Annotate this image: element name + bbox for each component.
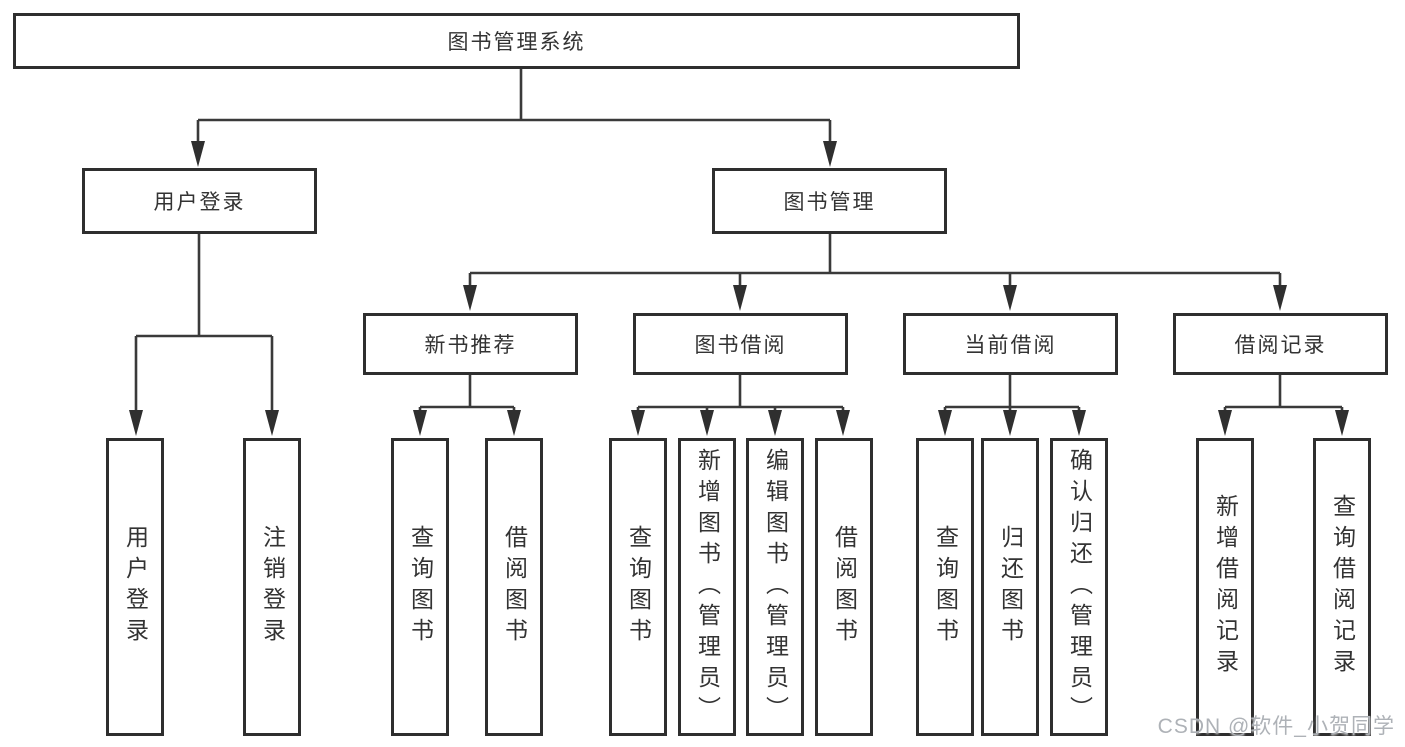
node-user-login: 用户登录: [82, 168, 317, 234]
node-label: 图书管理: [783, 191, 876, 214]
leaf-label: 借阅图书: [831, 525, 858, 649]
leaf-add-borrow-record: 新增借阅记录: [1196, 438, 1254, 736]
leaf-add-book-admin: 新增图书（管理员）: [678, 438, 736, 736]
leaf-borrow-book: 借阅图书: [815, 438, 873, 736]
node-label: 图书借阅: [694, 334, 787, 357]
node-label: 图书管理系统: [447, 31, 586, 54]
leaf-label: 新增图书（管理员）: [694, 447, 721, 727]
leaf-query-book-current: 查询图书: [916, 438, 974, 736]
leaf-label: 编辑图书（管理员）: [762, 447, 789, 727]
leaf-label: 注销登录: [259, 525, 286, 649]
leaf-query-borrow-record: 查询借阅记录: [1313, 438, 1371, 736]
leaf-label: 新增借阅记录: [1212, 494, 1239, 680]
node-root-system: 图书管理系统: [13, 13, 1020, 69]
leaf-logout-login: 注销登录: [243, 438, 301, 736]
arrowheads: [129, 141, 1349, 436]
node-label: 用户登录: [153, 191, 246, 214]
leaf-label: 查询图书: [407, 525, 434, 649]
leaf-edit-book-admin: 编辑图书（管理员）: [746, 438, 804, 736]
leaf-confirm-return-admin: 确认归还（管理员）: [1050, 438, 1108, 736]
leaf-query-book-borrow: 查询图书: [609, 438, 667, 736]
node-label: 借阅记录: [1234, 334, 1327, 357]
leaf-label: 查询图书: [932, 525, 959, 649]
leaf-return-book: 归还图书: [981, 438, 1039, 736]
node-book-management: 图书管理: [712, 168, 947, 234]
leaf-label: 用户登录: [122, 525, 149, 649]
node-label: 当前借阅: [964, 334, 1057, 357]
leaf-label: 确认归还（管理员）: [1066, 447, 1093, 727]
leaf-label: 借阅图书: [501, 525, 528, 649]
node-borrow-records: 借阅记录: [1173, 313, 1388, 375]
tree-edges: [134, 66, 1344, 414]
leaf-label: 查询图书: [625, 525, 652, 649]
leaf-user-login: 用户登录: [106, 438, 164, 736]
csdn-watermark: CSDN @软件_小贺同学: [1157, 715, 1395, 738]
leaf-query-book-recommend: 查询图书: [391, 438, 449, 736]
node-current-borrow: 当前借阅: [903, 313, 1118, 375]
node-label: 新书推荐: [424, 334, 517, 357]
node-new-book-recommend: 新书推荐: [363, 313, 578, 375]
leaf-label: 归还图书: [997, 525, 1024, 649]
node-book-borrow: 图书借阅: [633, 313, 848, 375]
leaf-borrow-book-recommend: 借阅图书: [485, 438, 543, 736]
leaf-label: 查询借阅记录: [1329, 494, 1356, 680]
